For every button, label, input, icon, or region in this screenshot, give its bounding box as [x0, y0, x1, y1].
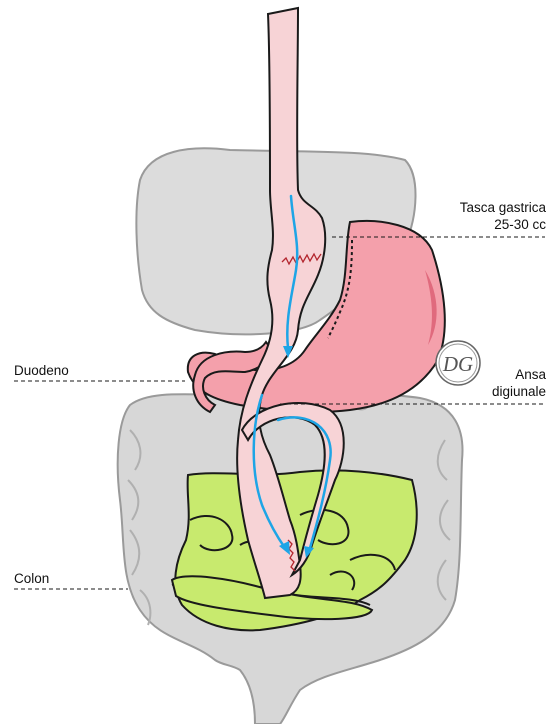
label-ansa-digiunale: Ansa digiunale [492, 366, 546, 400]
label-tasca-gastrica-line2: 25-30 cc [460, 216, 546, 233]
label-tasca-gastrica-line1: Tasca gastrica [460, 199, 546, 216]
label-ansa-line1: Ansa [492, 366, 546, 383]
watermark-text: DG [442, 352, 473, 376]
label-ansa-line2: digiunale [492, 383, 546, 400]
dg-watermark-seal: DG [436, 341, 480, 385]
label-tasca-gastrica: Tasca gastrica 25-30 cc [460, 199, 546, 233]
label-duodeno: Duodeno [14, 362, 69, 379]
label-colon: Colon [14, 570, 49, 587]
